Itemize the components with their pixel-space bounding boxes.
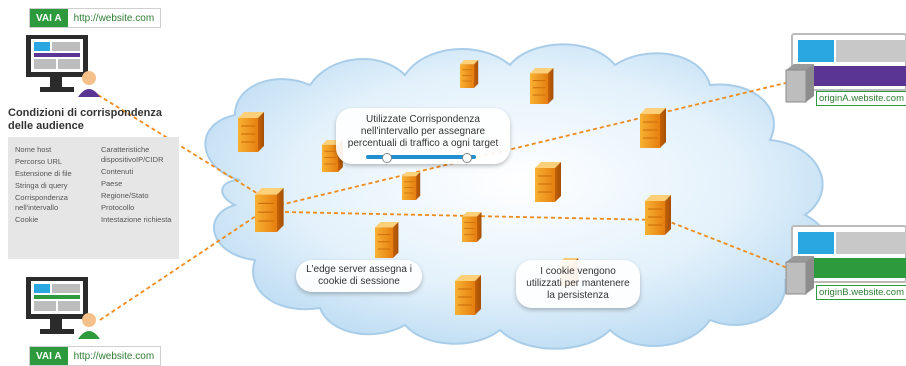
origin-b-icon xyxy=(785,225,906,295)
origin-a-label: originA.website.com xyxy=(816,91,906,106)
condition-item: Contenuti xyxy=(101,167,134,176)
line-edge-origin-a xyxy=(279,79,799,206)
server-icon xyxy=(459,59,479,89)
origin-b-label: originB.website.com xyxy=(816,285,906,300)
range-match-text: Utilizzate Corrispondenza nell'intervall… xyxy=(347,114,499,149)
condition-item: Paese xyxy=(101,179,123,188)
edge-server-icon xyxy=(254,187,285,233)
condition-item: Caratteristiche dispositivoIP/CIDR xyxy=(101,145,164,164)
condition-item: Regione/Stato xyxy=(101,191,149,200)
top-go-to-link[interactable]: VAI A http://website.com xyxy=(29,8,162,28)
line-edge-origin-b xyxy=(664,219,799,273)
range-slider-track[interactable] xyxy=(366,155,476,159)
range-match-bubble: Utilizzate Corrispondenza nell'intervall… xyxy=(336,108,510,164)
top-computer-icon xyxy=(26,35,100,97)
condition-item: Cookie xyxy=(15,215,39,224)
server-icon xyxy=(374,221,399,259)
cookie-persistence-bubble: I cookie vengono utilizzati per mantener… xyxy=(516,260,640,308)
origin-a-icon xyxy=(785,33,906,103)
conditions-right-column: Caratteristiche dispositivoIP/CIDR Conte… xyxy=(101,145,177,227)
edge-server-bubble: L'edge server assegna i cookie di sessio… xyxy=(296,260,422,292)
url-text[interactable]: http://website.com xyxy=(73,12,155,24)
cookie-persistence-text: I cookie vengono utilizzati per mantener… xyxy=(526,266,630,301)
edge-server-text: L'edge server assegna i cookie di sessio… xyxy=(306,264,412,287)
condition-item: Percorso URL xyxy=(15,157,63,166)
condition-item: Nome host xyxy=(15,145,52,154)
condition-item: Intestazione richiesta xyxy=(101,215,172,224)
server-icon xyxy=(401,171,421,201)
condition-item: Corrispondenza nell'intervallo xyxy=(15,193,68,212)
conditions-left-column: Nome host Percorso URL Estensione di fil… xyxy=(15,145,93,227)
line-bottom-user-edge xyxy=(99,207,269,321)
go-to-tag: VAI A xyxy=(30,347,68,365)
condition-item: Estensione di file xyxy=(15,169,72,178)
server-icon xyxy=(534,161,562,203)
server-icon xyxy=(461,211,482,243)
go-to-tag: VAI A xyxy=(30,9,68,27)
bottom-computer-icon xyxy=(26,277,100,339)
server-icon xyxy=(529,67,554,105)
conditions-title: Condizioni di corrispondenza delle audie… xyxy=(8,107,162,132)
condition-item: Protocollo xyxy=(101,203,135,212)
server-icon xyxy=(644,194,672,236)
condition-item: Stringa di query xyxy=(15,181,68,190)
range-slider-handle-left[interactable] xyxy=(382,153,392,163)
line-top-user-edge xyxy=(97,94,269,201)
server-icon xyxy=(639,107,667,149)
range-slider-handle-right[interactable] xyxy=(462,153,472,163)
server-icon xyxy=(237,111,265,153)
conditions-box: Nome host Percorso URL Estensione di fil… xyxy=(8,137,179,259)
url-text[interactable]: http://website.com xyxy=(73,350,155,362)
server-icon xyxy=(454,274,482,316)
